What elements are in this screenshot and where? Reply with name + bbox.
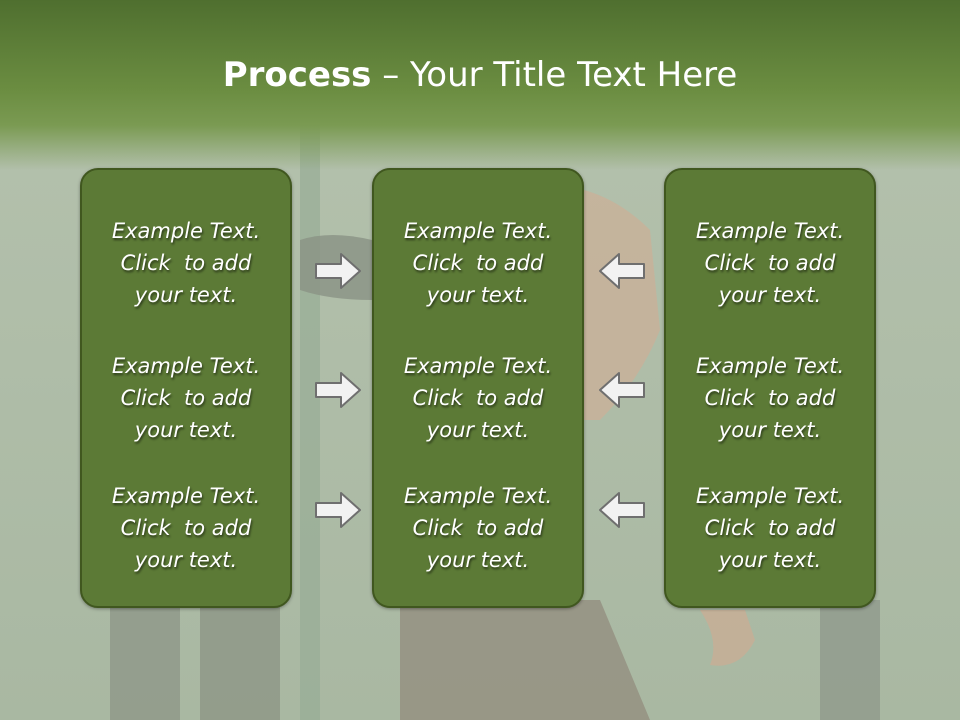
text-line: Click to add: [704, 251, 836, 275]
text-line: your text.: [426, 548, 530, 572]
text-line: Example Text.: [695, 354, 845, 378]
header-band: [0, 0, 960, 170]
text-line: your text.: [718, 418, 822, 442]
text-line: Click to add: [704, 386, 836, 410]
left-arrow-icon: [599, 253, 645, 289]
text-line: Example Text.: [403, 484, 553, 508]
title-bold: Process: [222, 55, 372, 95]
text-line: your text.: [134, 548, 238, 572]
placeholder-text[interactable]: Example Text. Click to add your text.: [82, 350, 290, 446]
process-box-left[interactable]: Example Text. Click to add your text. Ex…: [80, 168, 292, 608]
right-arrow-icon: [315, 492, 361, 528]
process-box-center[interactable]: Example Text. Click to add your text. Ex…: [372, 168, 584, 608]
placeholder-text[interactable]: Example Text. Click to add your text.: [666, 480, 874, 576]
text-line: Example Text.: [695, 219, 845, 243]
text-line: Example Text.: [111, 354, 261, 378]
text-line: your text.: [718, 283, 822, 307]
text-line: your text.: [426, 418, 530, 442]
slide-title[interactable]: Process – Your Title Text Here: [0, 52, 960, 98]
text-line: Example Text.: [695, 484, 845, 508]
text-line: Click to add: [412, 516, 544, 540]
placeholder-text[interactable]: Example Text. Click to add your text.: [666, 215, 874, 311]
text-line: Click to add: [120, 516, 252, 540]
process-box-right[interactable]: Example Text. Click to add your text. Ex…: [664, 168, 876, 608]
placeholder-text[interactable]: Example Text. Click to add your text.: [374, 480, 582, 576]
text-line: Click to add: [120, 251, 252, 275]
text-line: your text.: [426, 283, 530, 307]
text-line: Click to add: [120, 386, 252, 410]
text-line: your text.: [134, 418, 238, 442]
placeholder-text[interactable]: Example Text. Click to add your text.: [82, 215, 290, 311]
left-arrow-icon: [599, 372, 645, 408]
text-line: Example Text.: [403, 354, 553, 378]
placeholder-text[interactable]: Example Text. Click to add your text.: [374, 215, 582, 311]
text-line: Example Text.: [403, 219, 553, 243]
left-arrow-icon: [599, 492, 645, 528]
right-arrow-icon: [315, 372, 361, 408]
text-line: your text.: [718, 548, 822, 572]
text-line: Click to add: [412, 251, 544, 275]
text-line: Click to add: [412, 386, 544, 410]
placeholder-text[interactable]: Example Text. Click to add your text.: [666, 350, 874, 446]
text-line: Example Text.: [111, 484, 261, 508]
text-line: Click to add: [704, 516, 836, 540]
placeholder-text[interactable]: Example Text. Click to add your text.: [374, 350, 582, 446]
right-arrow-icon: [315, 253, 361, 289]
placeholder-text[interactable]: Example Text. Click to add your text.: [82, 480, 290, 576]
text-line: Example Text.: [111, 219, 261, 243]
title-rest: – Your Title Text Here: [371, 55, 738, 95]
text-line: your text.: [134, 283, 238, 307]
